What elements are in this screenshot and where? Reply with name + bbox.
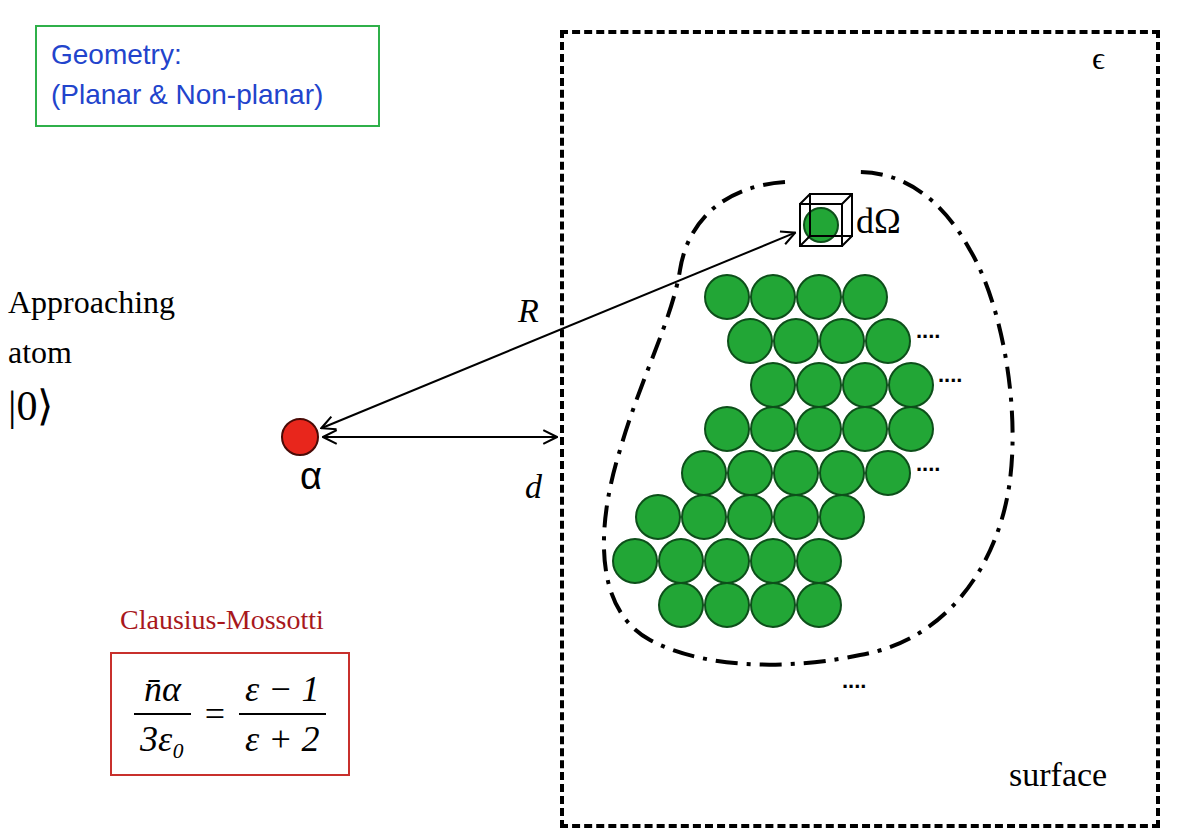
surface-atom (889, 407, 933, 451)
surface-atom (682, 451, 726, 495)
surface-atom (751, 539, 795, 583)
geometry-box: Geometry:(Planar & Non-planar) (35, 25, 380, 127)
surface-label: surface (1009, 756, 1107, 794)
polarizability-symbol: α (300, 455, 322, 498)
surface-atom (705, 407, 749, 451)
surface-atom (728, 495, 772, 539)
surface-atom (866, 319, 910, 363)
surface-atom (636, 495, 680, 539)
surface-atom (797, 539, 841, 583)
continuation-dots: .... (916, 318, 940, 344)
formula-term: 3ε₀ (140, 718, 185, 760)
surface-atom (774, 319, 818, 363)
surface-atom (889, 363, 933, 407)
state-ket: |0⟩ (8, 381, 53, 430)
surface-region: ϵ surface dΩ (560, 30, 1160, 828)
volume-element: dΩ (798, 192, 854, 248)
continuation-dots: .... (938, 362, 962, 388)
cube-outline (798, 192, 854, 248)
distance-arrow (323, 436, 557, 438)
formula-heading: Clausius-Mossotti (120, 604, 324, 636)
surface-atom (797, 363, 841, 407)
surface-atom (797, 275, 841, 319)
formula-term: = (205, 693, 225, 735)
formula-term: n̄α (140, 668, 185, 710)
formula-term: ε + 2 (245, 718, 319, 760)
box-heading: Geometry: (51, 35, 360, 75)
surface-atom (843, 407, 887, 451)
distance-label: R (515, 292, 542, 330)
atom-circle (282, 419, 318, 455)
surface-atom (728, 451, 772, 495)
surface-atom (613, 539, 657, 583)
permittivity-symbol: ϵ (1092, 40, 1105, 77)
surface-atom (820, 451, 864, 495)
atom-circle (280, 417, 320, 457)
surface-atom (751, 407, 795, 451)
surface-atom (705, 539, 749, 583)
surface-atom (659, 583, 703, 627)
approaching-atom: Approaching atom|0⟩α (280, 417, 320, 457)
surface-atom (682, 495, 726, 539)
solid-angle-label: dΩ (856, 200, 901, 242)
distance-arrow (321, 233, 795, 429)
surface-atom (705, 275, 749, 319)
continuation-dots: .... (916, 451, 940, 477)
surface-atom (774, 451, 818, 495)
surface-atom (659, 539, 703, 583)
surface-atom (820, 319, 864, 363)
surface-atom (751, 583, 795, 627)
surface-atom (797, 407, 841, 451)
surface-atom (751, 363, 795, 407)
formula-box: n̄α3ε₀=ε − 1ε + 2Clausius-Mossotti (110, 652, 350, 776)
distance-label: d (522, 468, 545, 506)
surface-atom (820, 495, 864, 539)
region-outline (604, 172, 1013, 665)
surface-atom (843, 275, 887, 319)
surface-atom (728, 319, 772, 363)
atom-caption: Approaching atom (8, 277, 218, 377)
surface-atom (797, 583, 841, 627)
surface-atom (843, 363, 887, 407)
box-body: (Planar & Non-planar) (51, 75, 360, 115)
cube-outline (800, 194, 852, 246)
formula-term: ε − 1 (245, 668, 319, 710)
surface-atom (705, 583, 749, 627)
surface-atom (866, 451, 910, 495)
surface-atom (774, 495, 818, 539)
surface-atom (751, 275, 795, 319)
continuation-dots: .... (842, 668, 866, 694)
